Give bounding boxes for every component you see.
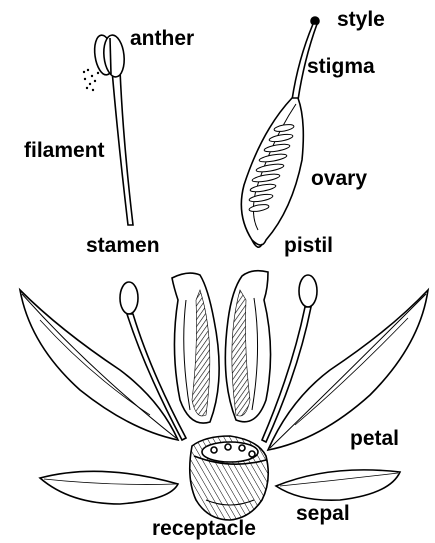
anther-head — [92, 34, 126, 78]
label-stamen: stamen — [86, 235, 160, 256]
filament-stalk — [112, 70, 133, 225]
ovary-body — [241, 98, 303, 245]
left-sepal-small — [40, 471, 178, 504]
pistil-illustration — [241, 17, 319, 247]
label-anther: anther — [130, 28, 194, 49]
left-petal — [172, 273, 219, 423]
label-receptacle: receptacle — [152, 518, 256, 539]
label-filament: filament — [24, 140, 105, 161]
label-petal: petal — [350, 428, 399, 449]
stamen-illustration — [83, 34, 133, 225]
right-sepal-small — [276, 470, 400, 500]
label-stigma: stigma — [307, 56, 375, 77]
receptacle-illustration — [190, 436, 269, 520]
label-sepal: sepal — [296, 503, 350, 524]
label-ovary: ovary — [311, 168, 367, 189]
right-petal — [225, 271, 270, 422]
label-style: style — [337, 9, 385, 30]
left-sepal-large — [20, 290, 178, 440]
pollen-grains — [83, 69, 99, 91]
label-pistil: pistil — [284, 235, 333, 256]
